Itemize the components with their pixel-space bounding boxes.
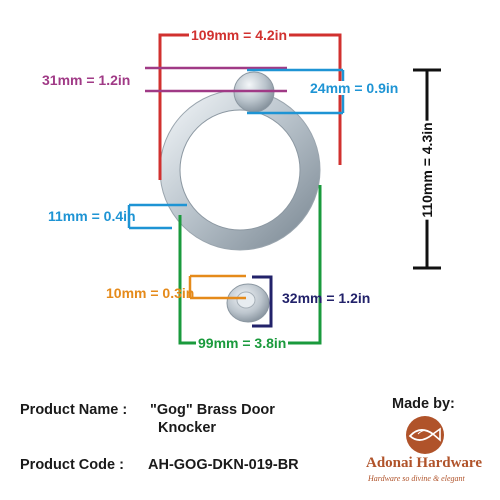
knocker-ring-inner-edge [179, 109, 301, 231]
label-total-height: 110mm = 4.3in [419, 120, 435, 220]
product-name-line2: Knocker [158, 420, 217, 436]
dimension-line-boss-diameter [252, 275, 273, 328]
product-code-label: Product Code : [20, 457, 124, 473]
knocker-strike-boss-center [236, 291, 256, 309]
label-ball-diameter: 31mm = 1.2in [42, 72, 131, 88]
brand-tagline: Hardware so divine & elegant [368, 474, 465, 483]
made-by-label: Made by: [392, 396, 455, 412]
dimension-line-ring-thickness [127, 203, 187, 230]
knocker-ring [160, 90, 320, 250]
dimension-line-ball-diameter [145, 66, 287, 93]
dimension-line-boss-depth [188, 274, 246, 300]
label-boss-diameter: 32mm = 1.2in [282, 290, 371, 306]
product-name-line1: "Gog" Brass Door [150, 402, 275, 418]
product-code-value: AH-GOG-DKN-019-BR [148, 457, 299, 473]
label-ring-thickness: 11mm = 0.4in [48, 208, 136, 224]
label-boss-depth: 10mm = 0.3in [106, 285, 195, 301]
product-name-label: Product Name : [20, 402, 128, 418]
fish-logo-icon [406, 416, 444, 454]
label-inner-width: 99mm = 3.8in [196, 335, 289, 351]
label-total-width: 109mm = 4.2in [189, 27, 290, 43]
brand-name: Adonai Hardware [366, 455, 482, 471]
label-ring-thickness-top: 24mm = 0.9in [309, 80, 400, 96]
